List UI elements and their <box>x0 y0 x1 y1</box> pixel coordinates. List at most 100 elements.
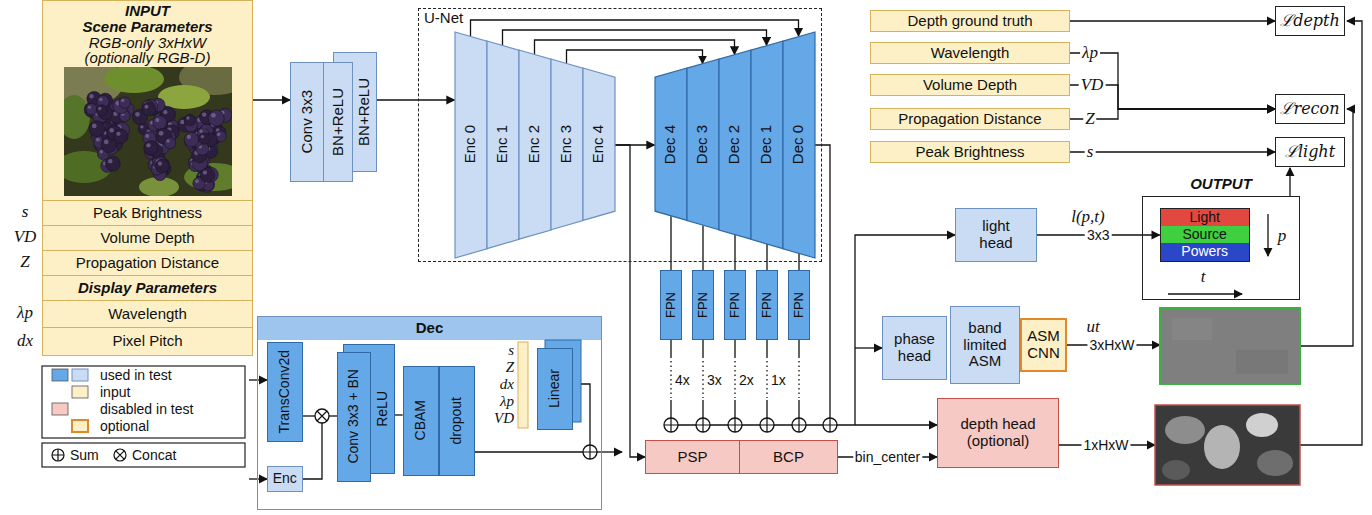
grape-highlight <box>163 110 167 114</box>
fpn-block: FPN <box>756 270 778 340</box>
encoder-block: Enc 4 <box>583 68 615 220</box>
node-text: INPUT <box>125 3 170 19</box>
bn-relu-layer: BN+ReLU <box>323 62 353 182</box>
legend-anchor: used in test <box>100 366 172 384</box>
encoder-block: Enc 0 <box>455 32 487 258</box>
input-panel-fill <box>42 0 253 356</box>
connector <box>395 414 403 415</box>
node-text: Volume Depth <box>923 77 1017 94</box>
grape-highlight <box>186 116 189 119</box>
node-text: Depth ground truth <box>907 13 1032 30</box>
symbol-label: ut <box>1086 317 1099 336</box>
fpn-wire <box>671 340 799 358</box>
grape <box>105 156 120 171</box>
dimension-label: 3x <box>707 372 722 388</box>
node-text: Dec 2 <box>726 125 743 164</box>
legend-sample <box>52 369 88 381</box>
connector <box>702 225 703 270</box>
grape <box>184 114 195 125</box>
node-text: Source <box>1161 226 1249 243</box>
connector <box>615 145 646 457</box>
node-text: Dec 4 <box>662 125 679 164</box>
legend-anchor: Concat <box>132 446 176 464</box>
label-anchor: 4x <box>675 371 690 389</box>
label-anchor: s <box>508 341 514 359</box>
dec-input-arrow <box>249 379 267 380</box>
node-text: phase head <box>885 331 944 365</box>
node-text: TransConv2d <box>277 350 293 434</box>
legend-text: Concat <box>132 447 176 463</box>
node-text: FPN <box>792 292 807 318</box>
grape-highlight <box>158 162 162 166</box>
head-block: light head <box>955 208 1037 262</box>
symbol-label: dx <box>17 331 33 350</box>
grape <box>153 116 167 130</box>
legend-sample <box>72 386 88 398</box>
axis-arrow <box>1168 293 1242 294</box>
connector <box>1070 20 1275 21</box>
label-anchor: s <box>1085 142 1096 162</box>
node-text: FPN <box>760 292 775 318</box>
parameter-row: Pixel Pitch <box>43 327 252 355</box>
output-frame: OUTPUTLightSourcePowers <box>1142 196 1300 300</box>
symbol-label: s <box>508 342 514 358</box>
disabled-module: PSP <box>645 440 740 474</box>
node-text: Scene Parameters <box>82 19 212 35</box>
label-anchor: l(p,t) <box>1071 207 1105 227</box>
legend-sample <box>114 449 126 461</box>
layer-block: Conv 3x3 + BN <box>337 352 371 482</box>
label-anchor: Z <box>1083 109 1096 129</box>
symbol-label: VD <box>494 410 514 426</box>
node-text: Dec 0 <box>790 125 807 164</box>
dec-panel-header <box>257 316 602 340</box>
grape-highlight <box>217 133 220 136</box>
legend-text: disabled in test <box>100 401 193 417</box>
grape <box>89 121 105 137</box>
label-anchor: λp <box>1080 43 1100 63</box>
depth-blob <box>1165 416 1205 444</box>
fpn-block: FPN <box>660 270 682 340</box>
grape-photo <box>64 67 232 196</box>
node-text: Light <box>1161 209 1249 226</box>
block-shape <box>519 50 551 239</box>
connector <box>503 30 767 45</box>
depth-blob <box>1257 450 1293 476</box>
node-text: U-Net <box>424 10 463 27</box>
wire <box>815 145 830 418</box>
decoder-block: Dec 3 <box>687 59 719 230</box>
legend-text: optional <box>100 418 149 434</box>
legend-sample-shape <box>72 420 88 432</box>
label-anchor: VD <box>1079 75 1106 95</box>
block-shape <box>783 32 815 258</box>
layer-block: Linear <box>537 348 573 430</box>
block-shape <box>583 68 615 220</box>
grape <box>156 128 172 144</box>
symbol-label: λp <box>1080 43 1100 62</box>
decoder-block: Dec 0 <box>783 32 815 258</box>
symbol-label: Z <box>20 252 29 271</box>
phase-output-image <box>1160 308 1300 384</box>
grape-highlight <box>159 131 164 136</box>
layer-block: TransConv2d <box>267 342 303 442</box>
node-text: light head <box>968 218 1024 252</box>
label-anchor: VD <box>14 227 37 247</box>
wire <box>475 451 583 452</box>
node-text: Display Parameters <box>78 280 217 297</box>
node-text: dropout <box>449 397 465 444</box>
grape <box>155 159 169 173</box>
legend-text: used in test <box>100 367 172 383</box>
node-text: Powers <box>1161 243 1249 260</box>
leaf <box>158 85 210 109</box>
node-text: Conv 3x3 + BN <box>346 369 362 464</box>
concat-symbol <box>315 409 329 423</box>
node-text: Linear <box>547 369 563 408</box>
depth-blob <box>1246 413 1278 437</box>
layer-block: Enc <box>267 466 303 492</box>
grape-highlight <box>96 138 100 142</box>
connector <box>535 40 735 54</box>
node-text: BCP <box>773 449 804 466</box>
legend-symbol-mark <box>116 451 124 459</box>
wire <box>303 415 315 416</box>
grape-highlight <box>199 130 202 133</box>
